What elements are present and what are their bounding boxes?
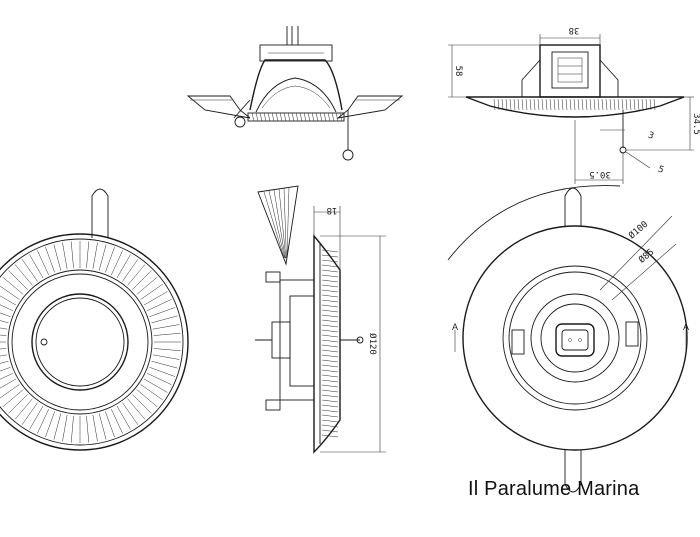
section-label-a-right: A (683, 322, 689, 332)
dim-5: 5 (656, 164, 665, 175)
section-label-a-left: A (452, 322, 458, 332)
front-view (0, 188, 189, 451)
cross-section-view (186, 26, 404, 161)
dim-100: Ø100 (627, 219, 651, 241)
dim-30-5: 30.5 (589, 169, 611, 179)
dim-18: 18 (327, 205, 338, 215)
dim-120: Ø120 (367, 333, 378, 355)
dim-58: 58 (453, 66, 463, 77)
dim-38: 38 (569, 25, 580, 35)
plan-view: A A Ø100 Ø85 (447, 185, 689, 493)
side-profile-view: 18 Ø120 (255, 185, 386, 454)
brand-name: Il Paralume Marina (468, 478, 640, 500)
dim-34-5: 34.5 (691, 113, 700, 135)
side-elevation-view: 38 58 34.5 3 5 30.5 (448, 25, 700, 184)
dim-3: 3 (646, 130, 655, 141)
